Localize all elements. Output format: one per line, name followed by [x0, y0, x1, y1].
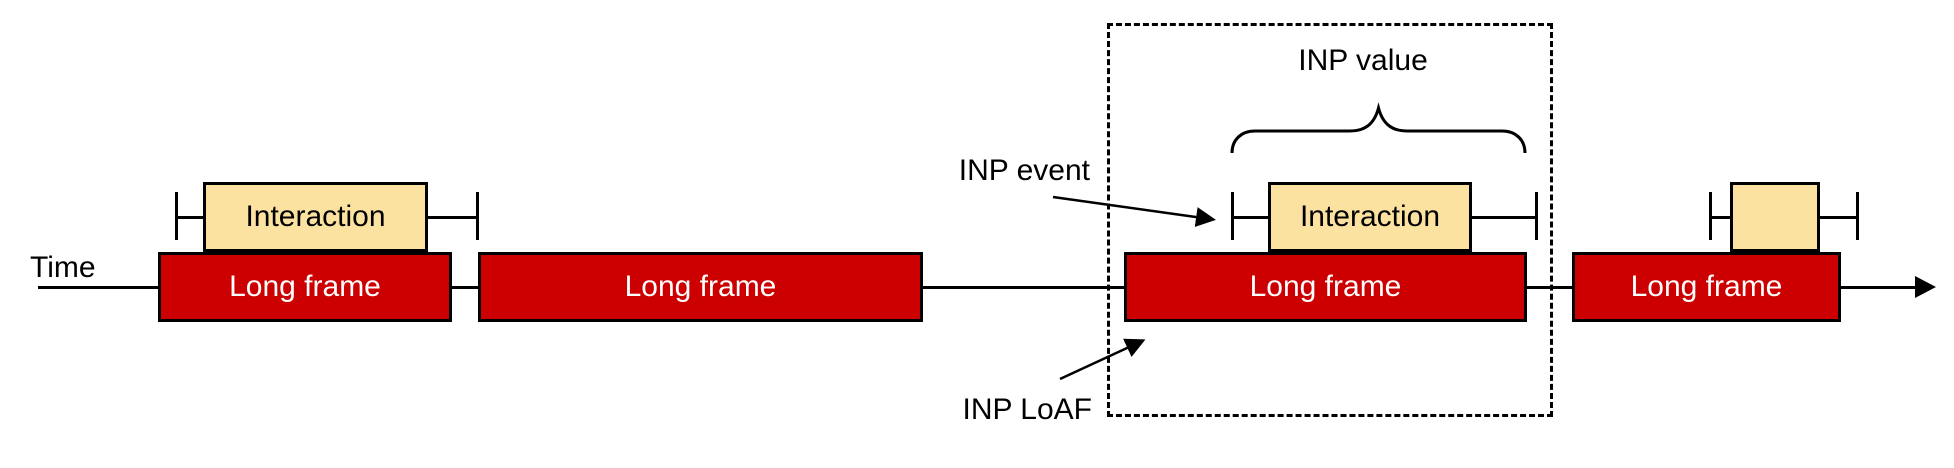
interaction2-end-connector	[1472, 216, 1536, 219]
interaction1-start-connector	[176, 216, 203, 219]
interaction-label: Interaction	[245, 200, 386, 233]
interaction3-start-connector	[1710, 216, 1730, 219]
long-frame-label: Long frame	[229, 270, 381, 303]
timeline-arrowhead-icon	[1915, 276, 1936, 298]
time-axis-label: Time	[30, 251, 96, 284]
long-frame-block-3: Long frame	[1124, 252, 1527, 322]
long-frame-label: Long frame	[624, 270, 777, 303]
long-frame-block-2: Long frame	[478, 252, 923, 322]
inp-loaf-label: INP LoAF	[962, 393, 1092, 426]
long-frame-block-4: Long frame	[1572, 252, 1841, 322]
interaction-block-3	[1730, 182, 1820, 252]
interaction-block-1: Interaction	[203, 182, 428, 252]
interaction2-end-tick	[1535, 192, 1538, 240]
interaction1-end-connector	[428, 216, 478, 219]
long-frame-label: Long frame	[1249, 270, 1402, 303]
inp-value-label: INP value	[1298, 44, 1428, 77]
interaction2-start-connector	[1232, 216, 1268, 219]
long-frame-block-1: Long frame	[158, 252, 452, 322]
interaction-block-2: Interaction	[1268, 182, 1472, 252]
inp-event-label: INP event	[958, 154, 1090, 187]
interaction3-end-connector	[1820, 216, 1858, 219]
long-frame-label: Long frame	[1630, 270, 1783, 303]
interaction-label: Interaction	[1299, 200, 1441, 233]
timeline-axis	[38, 286, 1918, 289]
